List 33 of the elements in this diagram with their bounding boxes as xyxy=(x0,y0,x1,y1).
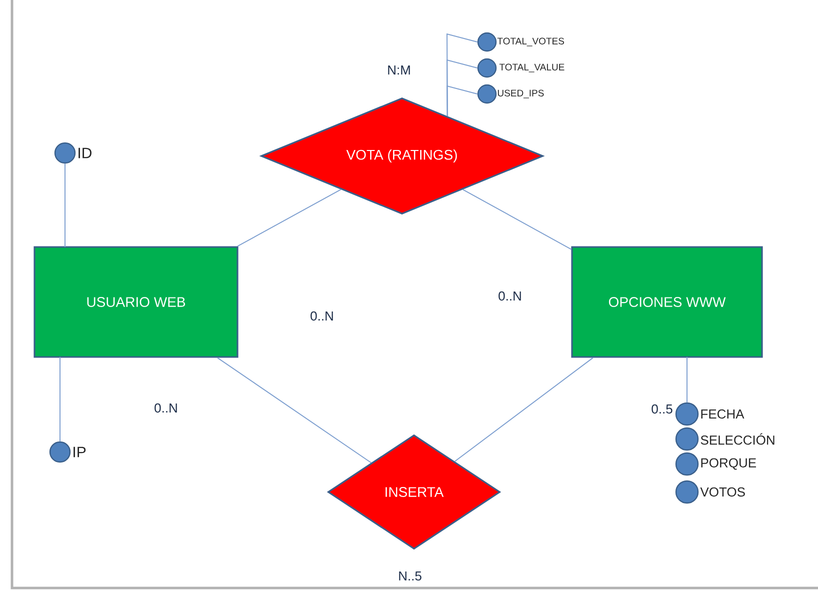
attribute-label: ID xyxy=(78,148,92,158)
cardinality-label: 0..N xyxy=(498,291,521,301)
connector-line xyxy=(237,189,342,247)
connector-line xyxy=(446,85,478,117)
attribute-label: PORQUE xyxy=(701,458,756,470)
attribute-circle xyxy=(477,58,497,78)
attribute-label: TOTAL_VALUE xyxy=(499,64,564,72)
connector-line xyxy=(686,356,688,403)
attribute-label: USED_IPS xyxy=(498,90,544,98)
attribute-circle xyxy=(675,427,699,451)
cardinality-label: 0..N xyxy=(310,311,333,321)
attribute-circle xyxy=(49,441,71,463)
attribute-label: TOTAL_VOTES xyxy=(497,38,564,46)
cardinality-label: 0..N xyxy=(154,403,177,413)
attribute-label: FECHA xyxy=(701,409,744,419)
entity-box: OPCIONES WWW xyxy=(571,246,763,358)
connector-line xyxy=(64,163,66,248)
attribute-circle xyxy=(675,480,699,504)
cardinality-label: 0..5 xyxy=(652,404,672,414)
entity-box: USUARIO WEB xyxy=(34,246,238,358)
attribute-label: IP xyxy=(74,446,86,458)
attribute-label: SELECCIÓN xyxy=(700,433,774,445)
connector-line xyxy=(462,189,572,250)
attribute-circle xyxy=(675,402,699,426)
connector-line xyxy=(217,357,372,464)
attribute-label: VOTOS xyxy=(700,487,745,497)
cardinality-label: N..5 xyxy=(399,571,422,581)
attribute-circle xyxy=(675,452,699,476)
attribute-circle xyxy=(54,142,76,164)
connector-line xyxy=(454,357,594,462)
attribute-circle xyxy=(477,32,497,52)
cardinality-label: N:M xyxy=(388,66,410,74)
attribute-circle xyxy=(477,84,497,104)
